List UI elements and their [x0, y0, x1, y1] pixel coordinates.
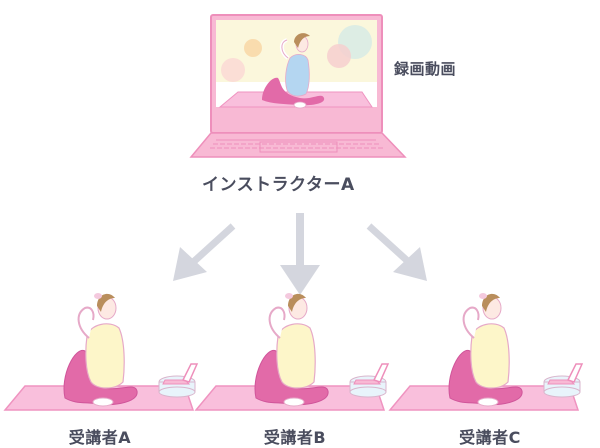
- recorded-video-label: 録画動画: [394, 60, 457, 78]
- instructor-laptop-icon: [189, 14, 407, 158]
- arrow-down-icon: [280, 213, 320, 295]
- arrow-down-right-icon: [366, 223, 427, 281]
- student-c-label: 受講者C: [459, 428, 521, 447]
- arrow-down-left-icon: [173, 223, 236, 281]
- student-c-figure: [389, 292, 583, 411]
- student-b-figure: [195, 292, 389, 411]
- student-b-label: 受講者B: [263, 428, 327, 447]
- instructor-name-label: インストラクターA: [202, 175, 355, 195]
- student-a-figure: [4, 292, 198, 411]
- student-a-label: 受講者A: [68, 428, 132, 447]
